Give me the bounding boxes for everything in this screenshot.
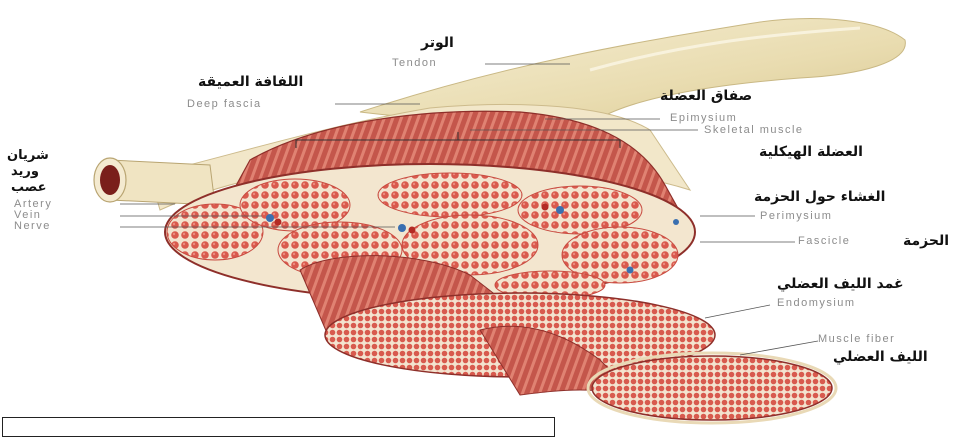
- label-epimysium-ar: صفاق العضلة: [660, 89, 752, 103]
- vessel-lumen: [100, 165, 120, 195]
- label-vein-ar: وريد: [11, 165, 39, 178]
- label-deep-fascia-ar: اللفافة العميقة: [198, 75, 303, 89]
- label-skeletal-muscle-en: Skeletal muscle: [704, 125, 804, 136]
- label-artery-ar: شريان: [7, 149, 49, 162]
- label-endomysium-ar: غمد الليف العضلي: [777, 277, 904, 291]
- fiber-cross-section: [592, 356, 832, 420]
- label-epimysium-en: Epimysium: [670, 113, 737, 124]
- label-nerve-en: Nerve: [14, 221, 51, 232]
- label-muscle-fiber-en: Muscle fiber: [818, 334, 895, 345]
- caption-box: [2, 417, 555, 437]
- label-nerve-ar: عصب: [11, 181, 46, 194]
- label-fascicle-ar: الحزمة: [903, 234, 949, 248]
- label-tendon-en: Tendon: [392, 58, 437, 69]
- label-perimysium-en: Perimysium: [760, 211, 832, 222]
- label-skeletal-muscle-ar: العضلة الهيكلية: [759, 145, 863, 159]
- label-perimysium-ar: الغشاء حول الحزمة: [754, 190, 885, 204]
- label-fascicle-en: Fascicle: [798, 236, 850, 247]
- label-tendon-ar: الوتر: [421, 36, 454, 50]
- label-muscle-fiber-ar: الليف العضلي: [833, 350, 928, 364]
- label-deep-fascia-en: Deep fascia: [187, 99, 262, 110]
- label-endomysium-en: Endomysium: [777, 298, 856, 309]
